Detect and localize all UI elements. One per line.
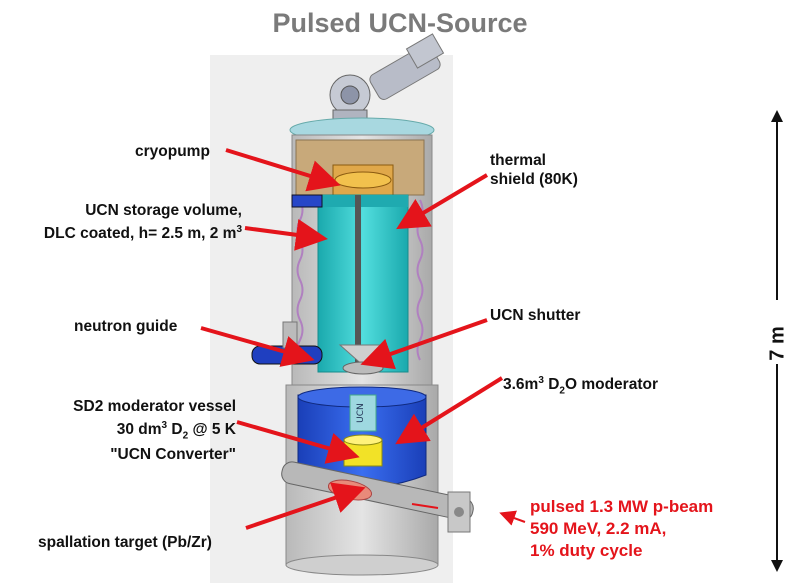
height-dimension-label: 7 m bbox=[766, 326, 789, 361]
sd2-top bbox=[343, 434, 383, 446]
label-proton-beam: pulsed 1.3 MW p-beam 590 MeV, 2.2 mA, 1%… bbox=[530, 496, 713, 562]
arrow-ucn-shutter bbox=[360, 318, 488, 370]
label-d2o-c: D bbox=[543, 376, 560, 394]
label-beam-line1: pulsed 1.3 MW p-beam bbox=[530, 497, 714, 516]
label-d2o-moderator: 3.6m3 D2O moderator bbox=[503, 371, 658, 400]
arrow-beam bbox=[499, 510, 526, 526]
beam-line-inside bbox=[411, 503, 439, 509]
label-sd2-line3: "UCN Converter" bbox=[110, 446, 236, 464]
label-sd2-2a: 30 dm bbox=[116, 421, 162, 439]
storage-top-ring bbox=[318, 195, 408, 207]
arrow-spallation bbox=[245, 482, 366, 530]
label-sd2-vessel: SD2 moderator vessel 30 dm3 D2 @ 5 K "UC… bbox=[30, 397, 236, 464]
ucn-tube bbox=[349, 394, 377, 432]
arrow-neutron-guide bbox=[200, 326, 315, 367]
label-sd2-2c: D bbox=[167, 421, 183, 439]
label-thermal-shield-line2: shield (80K) bbox=[490, 171, 578, 188]
label-d2o-sub: 2 bbox=[559, 385, 565, 397]
label-beam-line2: 590 MeV, 2.2 mA, bbox=[530, 519, 667, 538]
label-sd2-2e: @ 5 K bbox=[188, 421, 236, 439]
cryopump-top bbox=[334, 171, 392, 189]
central-shaft bbox=[355, 195, 361, 365]
label-storage-line1: UCN storage volume, bbox=[85, 202, 242, 219]
base-ring bbox=[285, 554, 439, 576]
label-cryopump: cryopump bbox=[135, 143, 210, 160]
annotation-arrows bbox=[200, 148, 526, 530]
label-d2o-sup: 3 bbox=[538, 375, 544, 386]
height-dimension bbox=[771, 110, 783, 572]
ucn-tube-text: UCN bbox=[356, 403, 366, 423]
label-sd2-sup: 3 bbox=[161, 420, 168, 431]
label-storage-line2: DLC coated, h= 2.5 m, 2 m3 bbox=[40, 220, 242, 243]
label-storage-volume: UCN storage volume, DLC coated, h= 2.5 m… bbox=[40, 201, 242, 243]
label-d2o-a: 3.6m bbox=[503, 376, 539, 394]
arrow-d2o bbox=[395, 376, 504, 445]
label-ucn-shutter: UCN shutter bbox=[490, 307, 581, 324]
arrow-sd2 bbox=[236, 420, 360, 464]
label-thermal-shield: thermal shield (80K) bbox=[490, 151, 578, 189]
label-neutron-guide: neutron guide bbox=[74, 318, 178, 335]
arrow-cryopump bbox=[225, 148, 341, 192]
side-pipe-upper bbox=[291, 194, 323, 208]
guide-support bbox=[282, 321, 298, 349]
shutter-disk bbox=[342, 361, 384, 375]
label-spallation-target: spallation target (Pb/Zr) bbox=[38, 534, 212, 551]
label-beam-line3: 1% duty cycle bbox=[530, 541, 643, 560]
dimension-arrow-down bbox=[771, 560, 783, 572]
label-thermal-shield-line1: thermal bbox=[490, 152, 546, 169]
page-title: Pulsed UCN-Source bbox=[272, 8, 528, 38]
label-sd2-line2: 30 dm3 D2 @ 5 K bbox=[30, 416, 236, 445]
label-d2o-e: O moderator bbox=[564, 376, 658, 394]
dimension-arrow-up bbox=[771, 110, 783, 122]
label-storage-line2-text: DLC coated, h= 2.5 m, 2 m bbox=[43, 225, 237, 243]
neutron-guide bbox=[251, 345, 323, 365]
label-sd2-line1: SD2 moderator vessel bbox=[73, 398, 236, 415]
label-sd2-sub: 2 bbox=[182, 430, 189, 442]
arrow-storage bbox=[244, 218, 328, 251]
label-storage-sup: 3 bbox=[236, 224, 242, 235]
arrow-thermal-shield bbox=[396, 173, 489, 230]
